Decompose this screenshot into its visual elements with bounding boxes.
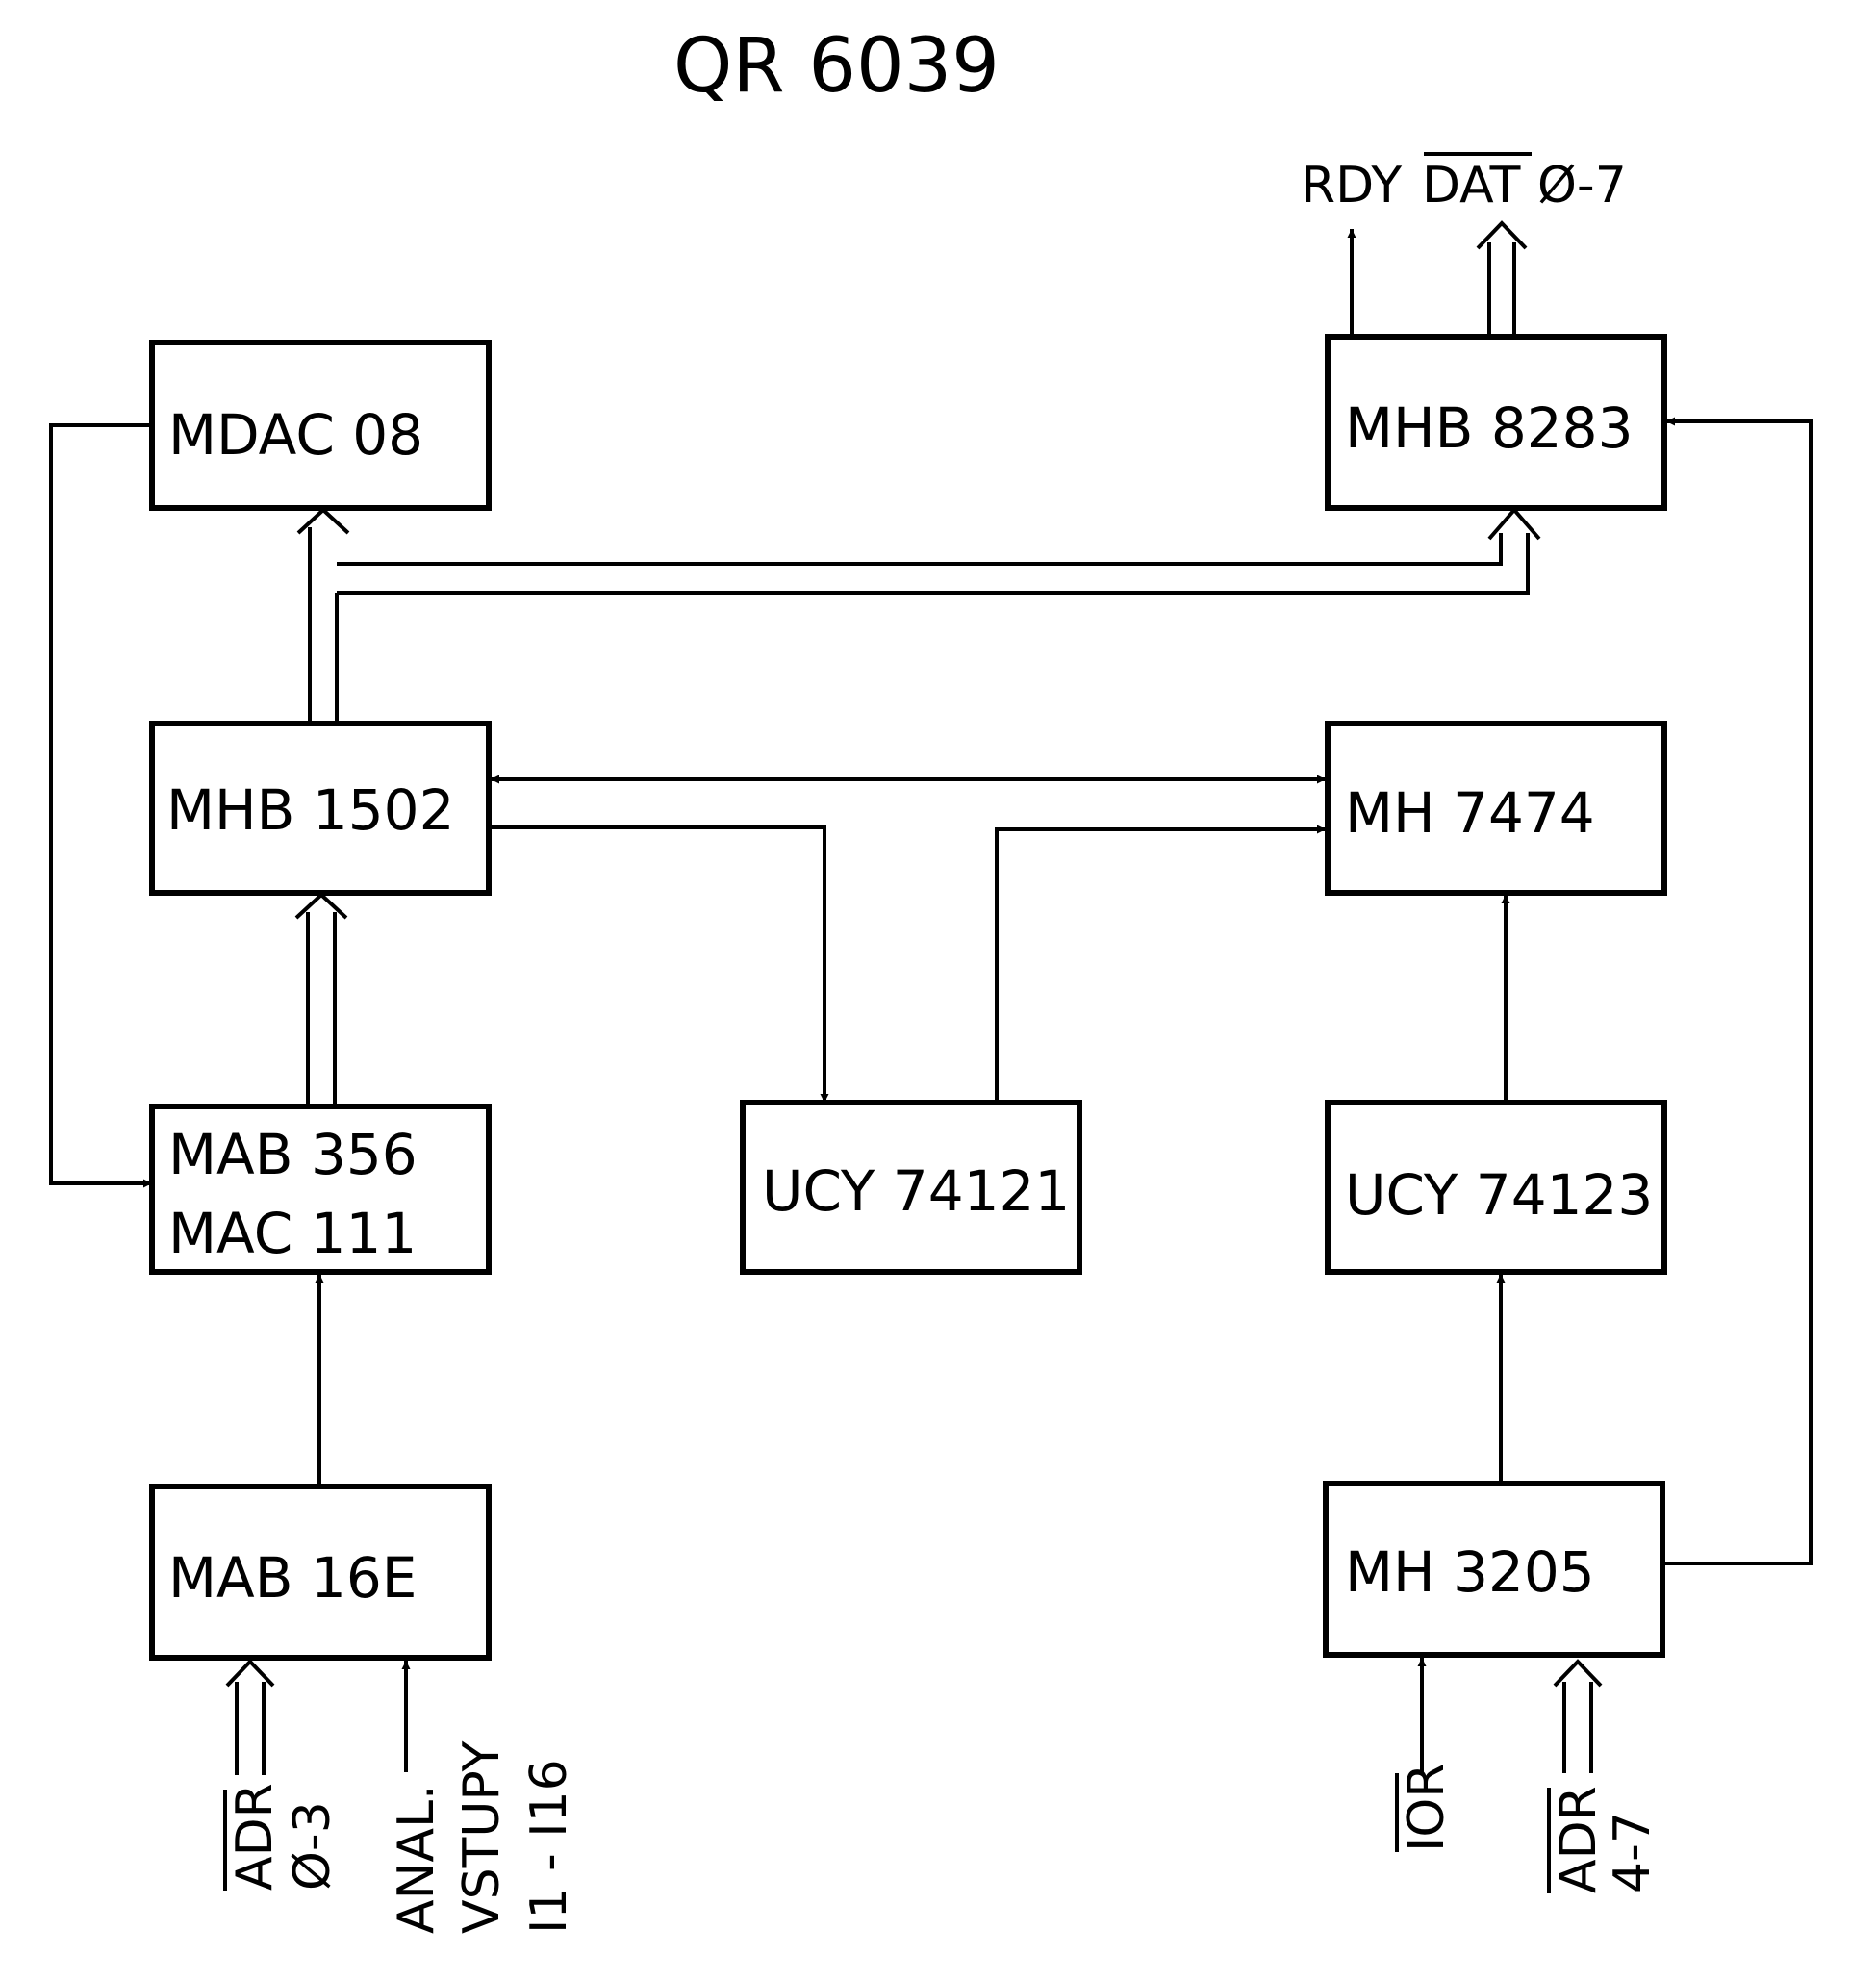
wire-mh3205-to-mhb8283: [1662, 417, 1813, 1565]
signal-label-adr-low-range: Ø-3: [284, 1801, 342, 1891]
signal-label-adr-low: ADR: [226, 1783, 284, 1891]
block-mhb8283-label: MHB 8283: [1345, 395, 1634, 461]
signal-label-anal-group: ANAL. VSTUPY I1 - I16: [388, 1740, 578, 1934]
block-mhb1502: MHB 1502: [149, 721, 492, 896]
block-ucy74123: UCY 74123: [1325, 1100, 1667, 1275]
signal-label-anal-3: I1 - I16: [520, 1759, 578, 1934]
block-ucy74123-label: UCY 74123: [1345, 1162, 1653, 1228]
block-mhb8283: MHB 8283: [1325, 334, 1667, 511]
wire-mdac08-to-mab356: [49, 423, 152, 1188]
signal-label-anal-2: VSTUPY: [453, 1740, 511, 1934]
block-ucy74121-label: UCY 74121: [762, 1158, 1070, 1224]
bus-adr-high-input: [1553, 1659, 1603, 1773]
signal-label-adr-high-range: 4-7: [1604, 1812, 1661, 1893]
signal-label-anal-1: ANAL.: [388, 1784, 445, 1934]
bus-dat-output: [1476, 220, 1528, 337]
block-mac111-label: MAC 111: [168, 1201, 417, 1266]
signal-label-ior-group: IOR: [1395, 1764, 1456, 1852]
signal-label-adr-high: ADR: [1550, 1786, 1608, 1893]
bus-mab356-to-mhb1502: [294, 892, 348, 1106]
block-mh7474: MH 7474: [1325, 721, 1667, 896]
signal-label-rdy: RDY: [1301, 157, 1402, 215]
block-mab356-mac111: MAB 356 MAC 111: [149, 1104, 492, 1275]
block-mh3205: MH 3205: [1323, 1481, 1665, 1658]
wire-mhb1502-to-ucy74121: [489, 825, 829, 1103]
signal-label-dat: DAT: [1422, 157, 1521, 215]
block-mab16e-label: MAB 16E: [168, 1545, 417, 1611]
block-mh7474-label: MH 7474: [1345, 780, 1595, 846]
signal-label-ior: IOR: [1398, 1764, 1456, 1852]
block-mdac08-label: MDAC 08: [168, 402, 423, 468]
wire-ucy74121-to-mh7474: [995, 825, 1326, 1103]
block-mab16e: MAB 16E: [149, 1484, 492, 1661]
bus-adr-low-input: [225, 1659, 275, 1775]
signal-label-dat-range: Ø-7: [1537, 157, 1627, 215]
block-mhb1502-label: MHB 1502: [166, 777, 455, 843]
signal-label-adr-low-group: ADR Ø-3: [223, 1783, 342, 1891]
block-mab356-label: MAB 356: [168, 1122, 418, 1187]
block-ucy74121: UCY 74121: [740, 1100, 1082, 1275]
bus-mhb1502-to-mdac08-mhb8283: [296, 506, 1541, 724]
block-mh3205-label: MH 3205: [1345, 1539, 1595, 1605]
signal-label-adr-high-group: ADR 4-7: [1547, 1786, 1661, 1893]
block-mdac08: MDAC 08: [149, 340, 492, 511]
diagram-title: QR 6039: [673, 23, 1000, 110]
